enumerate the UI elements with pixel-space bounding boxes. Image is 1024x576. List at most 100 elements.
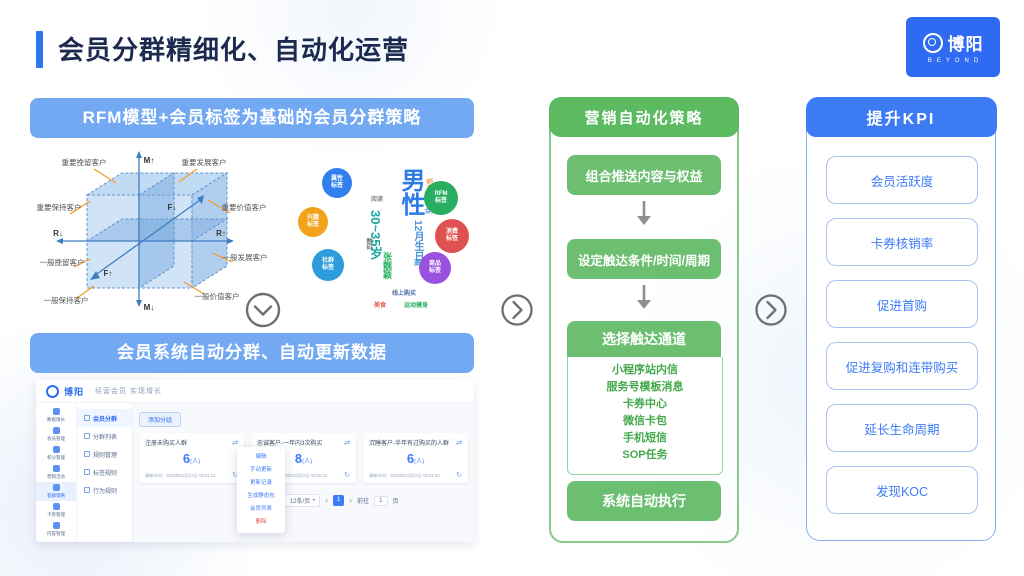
cloud-word: 30~35岁 [368,210,383,260]
chevron-down-icon [245,292,281,328]
page-unit-label: 页 [392,499,399,505]
sidebar-item-content[interactable]: 内容管理 [36,520,76,539]
automation-panel-title: 营销自动化策略 [549,97,739,137]
menu-item-delete[interactable]: 删除 [255,519,267,525]
sidebar-item-campaigns[interactable]: 营销活动 [36,463,76,482]
subnav-icon [84,433,90,439]
rfm-label-general-value: 一般价值客户 [195,291,240,301]
nav-icon [52,503,60,510]
tag-circle-interest: 兴趣标签 [298,207,328,237]
cloud-word: 美食 [374,303,387,309]
arrow-down-icon [637,285,651,309]
channel-item: 服务号模板消息 [606,381,684,393]
channel-item: 小程序站内信 [612,364,678,376]
subnav-item-segment[interactable]: 会员分群 [77,409,132,427]
axis-f-up: F↑ [104,269,113,278]
automation-panel: 营销自动化策略 组合推送内容与权益 设定触达条件/时间/周期 选择触达通道 小程… [549,97,739,543]
menu-item-edit[interactable]: 编辑 [255,454,267,460]
nav-icon [52,465,60,472]
kpi-item-lifecycle: 延长生命周期 [826,404,978,452]
nav-icon [52,408,60,415]
step-push-content: 组合推送内容与权益 [567,155,721,195]
current-page[interactable]: 1 [333,495,345,506]
refresh-icon[interactable]: ↻ [344,472,350,479]
subnav-item-rules[interactable]: 规则管理 [77,445,132,463]
cloud-word: 男性 [397,168,424,216]
brand-logo-icon [922,32,943,53]
subnav-item-tag-rules[interactable]: 标签规则 [77,463,132,481]
step-auto-execute: 系统自动执行 [567,481,721,521]
channel-item: SOP任务 [622,449,668,461]
kpi-item-coupon-redeem: 卡券核销率 [826,218,978,266]
cloud-word: 阅读 [371,197,384,203]
nav-icon [52,484,60,491]
sidebar-item-coupons[interactable]: 卡券管理 [36,501,76,520]
subnav-item-list[interactable]: 分群列表 [77,427,132,445]
next-page-button[interactable]: › [349,495,353,505]
tag-circle-attribute: 属性标签 [322,168,352,198]
cloud-word: 数码 [365,238,371,250]
dashboard-subnav: 会员分群 分群列表 规则管理 标签规则 行为规则 [77,403,133,542]
chevron-right-icon [501,294,533,326]
kpi-panel: 提升KPI 会员活跃度 卡券核销率 促进首购 促进复购和连带购买 延长生命周期 … [805,96,997,541]
subnav-icon [84,415,90,421]
subnav-icon [84,451,90,457]
arrow-down-icon [637,201,651,225]
segment-card: 注册未购买人群⇄ 6(人) 最新时间：2023年02月27日 00:01:21↻ [139,433,244,483]
tag-circle-product: 商品标签 [419,252,451,284]
cloud-word: 运动健身 [404,303,429,309]
nav-icon [52,427,60,434]
goto-label: 前往 [357,499,370,505]
menu-item-member-list[interactable]: 会员列表 [249,506,272,512]
prev-page-button[interactable]: ‹ [325,495,329,505]
kpi-item-first-purchase: 促进首购 [826,280,978,328]
step-trigger-conditions: 设定触达条件/时间/周期 [567,239,721,279]
dashboard-tagline: 经营会员 实现增长 [95,388,162,395]
refresh-icon[interactable]: ↻ [232,472,238,479]
subnav-icon [84,487,90,493]
tag-circle-consume: 消费标签 [435,219,469,253]
refresh-icon[interactable]: ↻ [456,472,462,479]
rfm-label-important-value: 重要价值客户 [222,202,267,212]
menu-item-static-group[interactable]: 生成静态包 [247,493,275,499]
subnav-item-behavior[interactable]: 行为规则 [77,481,132,499]
sidebar-item-segments[interactable]: 客群策略 [36,482,76,501]
dashboard-topbar: 博阳 经营会员 实现增长 [36,380,474,403]
dashboard-brand-text: 博阳 [64,386,85,397]
dashboard-sidebar: 数据增长 会员管理 积分管理 营销活动 客群策略 卡券管理 内容管理 [36,403,77,542]
sidebar-item-points[interactable]: 积分管理 [36,444,76,463]
segment-card: 沉睡客户-半年有过购买的人群⇄ 6(人) 最新时间：2023年03月03日 00… [363,433,468,483]
cloud-word: 线上购买 [392,291,417,297]
rfm-label-important-develop: 重要发展客户 [182,157,227,167]
kpi-item-koc: 发现KOC [826,466,978,514]
kpi-item-repurchase: 促进复购和连带购买 [826,342,978,390]
goto-page-input[interactable]: 1 [374,495,388,506]
section-title-rfm: RFM模型+会员标签为基础的会员分群策略 [30,98,474,138]
sidebar-item-data-growth[interactable]: 数据增长 [36,406,76,425]
brand-logo-text: 博阳 [947,35,984,54]
pagination: 共3条 12条/页 ‹ 1 › 前往 1 页 [139,494,468,507]
page-size-select[interactable]: 12条/页 [283,494,321,507]
subnav-icon [84,469,90,475]
page-title: 会员分群精细化、自动化运营 [58,35,410,65]
channel-list: 小程序站内信 服务号模板消息 卡券中心 微信卡包 手机短信 SOP任务 [567,357,723,475]
chevron-right-icon [755,294,787,326]
rfm-label-general-develop: 一般发展客户 [223,252,268,262]
section-title-auto-segment: 会员系统自动分群、自动更新数据 [30,333,474,373]
add-group-button[interactable]: 添加分组 [139,412,182,427]
dashboard-screenshot: 博阳 经营会员 实现增长 数据增长 会员管理 积分管理 营销活动 客群策略 卡券… [36,380,474,542]
transfer-icon[interactable]: ⇄ [344,439,350,447]
title-accent-bar [36,31,43,68]
dashboard-brand-icon [46,384,59,398]
transfer-icon[interactable]: ⇄ [232,439,238,447]
axis-m-up: M↑ [144,156,155,165]
transfer-icon[interactable]: ⇄ [456,439,462,447]
rfm-label-general-retain-back: 一般挽留客户 [40,257,85,267]
cloud-word: 张靓颖 [382,252,392,279]
menu-item-update-log[interactable]: 更新记录 [249,480,272,486]
menu-item-manual-update[interactable]: 手动更新 [249,467,272,473]
sidebar-item-members[interactable]: 会员管理 [36,425,76,444]
cloud-word: 12月生日 [412,220,423,262]
tag-circle-rfm: RFM标签 [424,181,458,215]
